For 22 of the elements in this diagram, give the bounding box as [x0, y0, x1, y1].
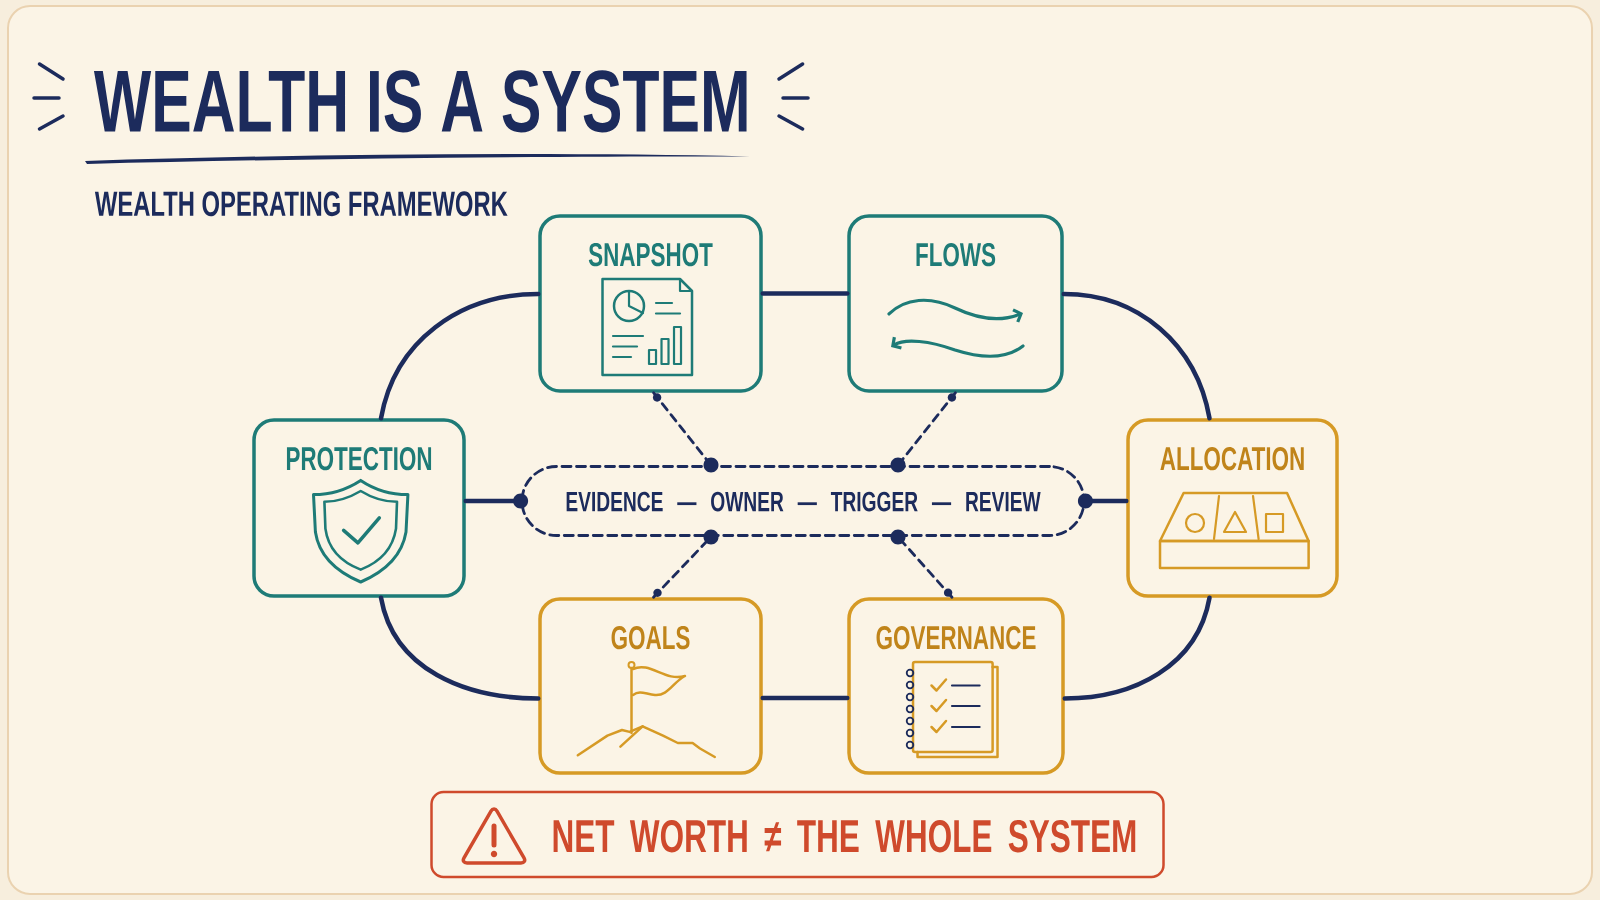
connector — [1062, 595, 1212, 701]
title: WEALTH IS A SYSTEM — [93, 70, 747, 133]
dashed-connector — [890, 529, 954, 599]
category-box: SNAPSHOT — [538, 214, 763, 402]
connector — [1077, 493, 1129, 509]
warning-banner: NET WORTH ≠ THE WHOLE SYSTEM — [430, 790, 1165, 879]
dashed-connector — [890, 391, 957, 473]
category-box: PROTECTION — [252, 418, 466, 598]
dashed-connector — [652, 529, 719, 599]
connector — [378, 595, 541, 701]
subtitle: WEALTH OPERATING FRAMEWORK — [94, 191, 508, 217]
category-box: FLOWS — [847, 214, 1064, 402]
category-box: GOALS — [538, 588, 763, 775]
connector — [463, 493, 529, 509]
connector — [760, 695, 850, 701]
hub-pill: EVIDENCE — OWNER — TRIGGER — REVIEW — [520, 465, 1086, 537]
category-box: GOVERNANCE — [847, 588, 1065, 775]
category-box: ALLOCATION — [1126, 418, 1339, 598]
connector — [378, 291, 541, 421]
dashed-connector — [652, 391, 719, 473]
connector — [760, 291, 850, 296]
connector — [1061, 291, 1212, 421]
